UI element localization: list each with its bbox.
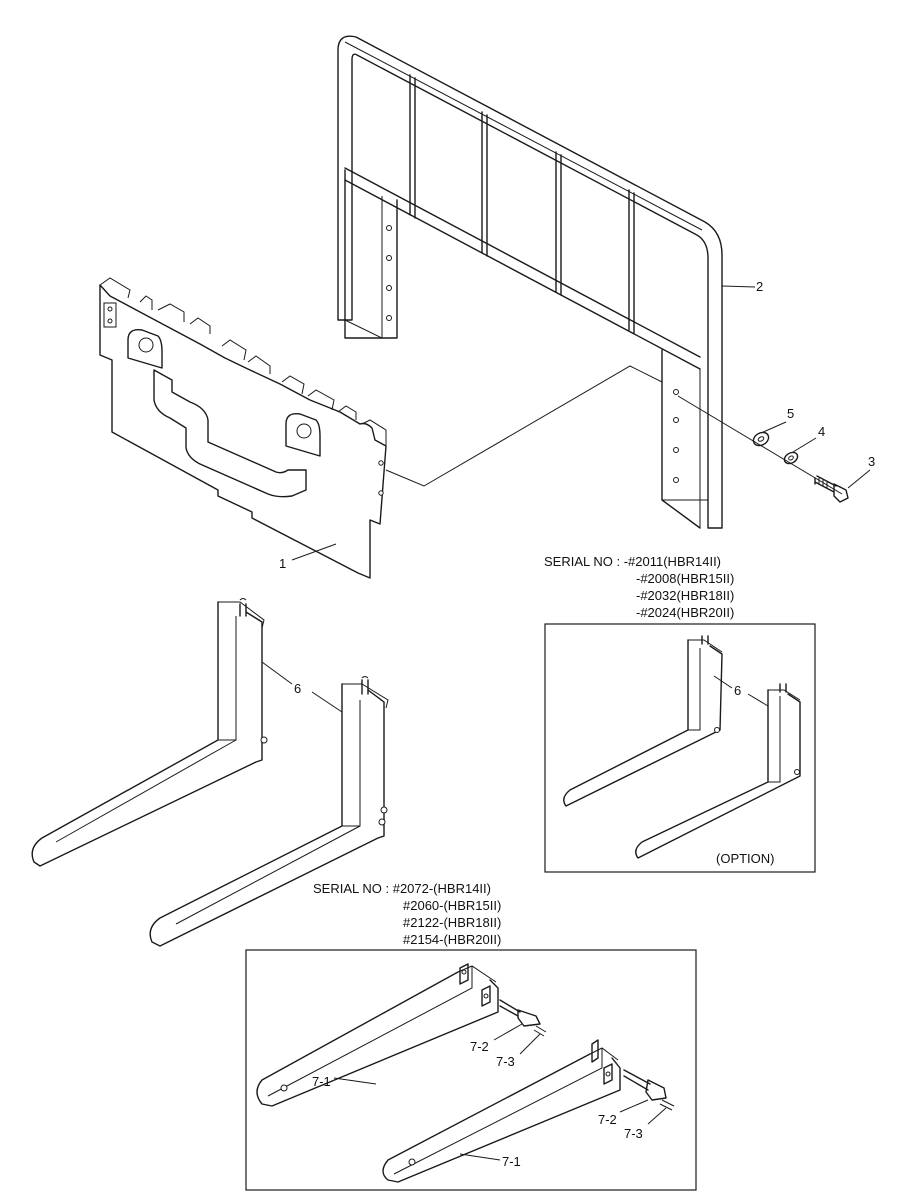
option-serial-note: SERIAL NO : -#2011(HBR14II) -#2008(HBR15… — [544, 554, 734, 620]
bolt-assembly — [752, 431, 849, 503]
option-serial-line: -#2032(HBR18II) — [636, 588, 734, 603]
callout-7-3-upper: 7-3 — [496, 1054, 515, 1069]
lower-serial-line: #2060-(HBR15II) — [403, 898, 501, 913]
callout-7-2-lower: 7-2 — [598, 1112, 617, 1127]
callout-7-3-lower: 7-3 — [624, 1126, 643, 1141]
forks-main — [31, 598, 389, 947]
forks-tapered — [256, 963, 675, 1183]
forks-option — [563, 635, 801, 859]
callout-7-1-upper: 7-1 — [312, 1074, 331, 1089]
option-serial-line: -#2008(HBR15II) — [636, 571, 734, 586]
callout-6-option: 6 — [734, 683, 741, 698]
lower-serial-line: #2122-(HBR18II) — [403, 915, 501, 930]
option-label: (OPTION) — [716, 851, 775, 866]
callout-2: 2 — [756, 279, 763, 294]
option-box — [544, 623, 816, 873]
lower-serial-line: SERIAL NO : #2072-(HBR14II) — [313, 881, 491, 896]
callout-3: 3 — [868, 454, 875, 469]
callout-1: 1 — [279, 556, 286, 571]
callout-4: 4 — [818, 424, 825, 439]
leader-lines — [261, 285, 871, 1161]
lower-serial-line: #2154-(HBR20II) — [403, 932, 501, 947]
load-backrest — [337, 35, 723, 529]
callout-7-2-upper: 7-2 — [470, 1039, 489, 1054]
callout-6-main: 6 — [294, 681, 301, 696]
lower-box — [245, 949, 697, 1191]
option-serial-line: -#2024(HBR20II) — [636, 605, 734, 620]
option-serial-line: SERIAL NO : -#2011(HBR14II) — [544, 554, 721, 569]
carriage-plate — [99, 277, 387, 579]
callout-5: 5 — [787, 406, 794, 421]
callout-7-1-lower: 7-1 — [502, 1154, 521, 1169]
lower-serial-note: SERIAL NO : #2072-(HBR14II) #2060-(HBR15… — [313, 881, 501, 947]
